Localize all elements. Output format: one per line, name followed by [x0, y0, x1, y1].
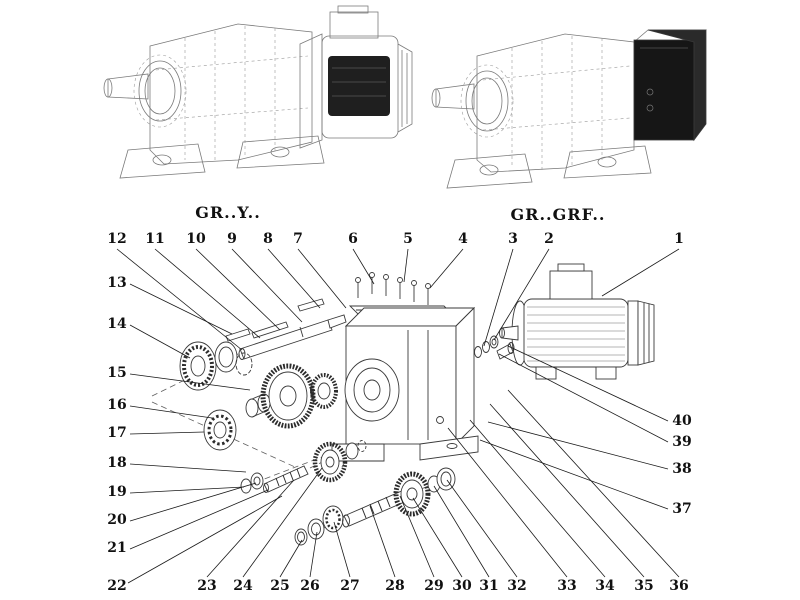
input-shaft-small-parts: [474, 335, 515, 360]
exploded-view-drawing: [151, 263, 655, 546]
leader-line-39: [498, 353, 669, 443]
leader-line-29: [399, 495, 435, 578]
leader-line-17: [129, 431, 205, 435]
part-number-11: 11: [145, 231, 164, 247]
part-number-21: 21: [107, 540, 126, 556]
part-number-18: 18: [107, 455, 126, 471]
assembled-view-gr-grf-drawing: [431, 29, 707, 189]
part-number-40: 40: [672, 413, 692, 429]
leader-line-22: [127, 495, 283, 584]
leader-line-34: [469, 419, 606, 578]
leader-line-35: [489, 403, 645, 578]
leader-line-13: [129, 283, 233, 335]
part-number-19: 19: [107, 484, 126, 500]
leader-line-31: [433, 485, 490, 578]
electric-motor: [499, 263, 655, 380]
variant-label-gr-grf: GR..GRF..: [510, 205, 606, 224]
part-number-28: 28: [385, 578, 404, 594]
leader-line-3: [483, 248, 514, 347]
part-number-26: 26: [300, 578, 319, 594]
cover-screws: [355, 272, 431, 305]
assembled-view-gr-y-drawing: [103, 5, 413, 179]
leader-line-15: [129, 373, 251, 391]
part-number-4: 4: [458, 231, 468, 247]
leader-line-4: [429, 248, 464, 289]
part-number-9: 9: [227, 231, 237, 247]
part-number-25: 25: [270, 578, 289, 594]
leader-line-9: [231, 248, 303, 323]
part-number-16: 16: [107, 397, 126, 413]
leader-line-21: [129, 489, 269, 550]
part-number-15: 15: [107, 365, 126, 381]
part-number-1: 1: [674, 231, 684, 247]
output-gear-set: [260, 363, 338, 429]
part-number-38: 38: [672, 461, 691, 477]
leader-line-10: [195, 248, 281, 331]
leader-line-27: [333, 521, 351, 578]
part-number-39: 39: [672, 434, 691, 450]
part-number-34: 34: [595, 578, 615, 594]
leader-line-28: [369, 505, 396, 578]
part-number-31: 31: [479, 578, 498, 594]
part-number-8: 8: [263, 231, 273, 247]
part-number-12: 12: [107, 231, 126, 247]
part-number-14: 14: [107, 316, 127, 332]
leader-line-33: [447, 427, 568, 578]
second-stage-shaft-cluster: [294, 467, 456, 546]
part-number-7: 7: [293, 231, 303, 247]
leader-line-18: [129, 463, 247, 473]
leader-line-32: [446, 479, 518, 578]
leader-line-19: [129, 486, 245, 494]
leader-line-12: [116, 248, 243, 351]
leader-line-5: [403, 248, 409, 283]
part-number-17: 17: [107, 425, 126, 441]
leader-line-8: [267, 248, 321, 309]
intermediate-shaft-cluster: [240, 440, 367, 494]
leader-line-7: [297, 248, 347, 309]
leader-line-30: [412, 497, 463, 578]
leader-line-36: [507, 389, 680, 578]
leader-line-40: [507, 345, 669, 422]
part-number-20: 20: [107, 512, 127, 528]
part-number-27: 27: [340, 578, 359, 594]
part-number-22: 22: [107, 578, 126, 594]
gear-housing: [331, 305, 479, 462]
part-number-5: 5: [403, 231, 413, 247]
leader-line-16: [129, 405, 213, 419]
leader-line-38: [487, 421, 669, 470]
part-number-3: 3: [508, 231, 518, 247]
output-shaft-and-keys: [225, 298, 347, 360]
part-number-29: 29: [424, 578, 443, 594]
variant-label-gr-y: GR..Y..: [195, 203, 261, 222]
part-number-33: 33: [557, 578, 576, 594]
leader-line-6: [352, 248, 375, 285]
part-number-24: 24: [233, 578, 253, 594]
output-side-bearings-and-seals: [179, 341, 271, 451]
part-number-10: 10: [186, 231, 206, 247]
part-number-36: 36: [669, 578, 688, 594]
part-number-6: 6: [348, 231, 358, 247]
leader-line-20: [129, 482, 257, 522]
leader-line-1: [601, 248, 680, 297]
part-number-32: 32: [507, 578, 526, 594]
leader-line-26: [309, 531, 318, 578]
part-number-30: 30: [452, 578, 472, 594]
part-number-13: 13: [107, 275, 126, 291]
leader-line-2: [493, 248, 550, 341]
leader-line-14: [129, 324, 191, 359]
leader-line-24: [242, 467, 323, 578]
leader-line-23: [206, 479, 295, 578]
leader-line-11: [154, 248, 261, 339]
leader-line-37: [479, 439, 669, 510]
part-number-2: 2: [544, 231, 554, 247]
leader-line-25: [279, 539, 303, 578]
part-number-23: 23: [197, 578, 216, 594]
part-number-35: 35: [634, 578, 653, 594]
part-number-37: 37: [672, 501, 691, 517]
